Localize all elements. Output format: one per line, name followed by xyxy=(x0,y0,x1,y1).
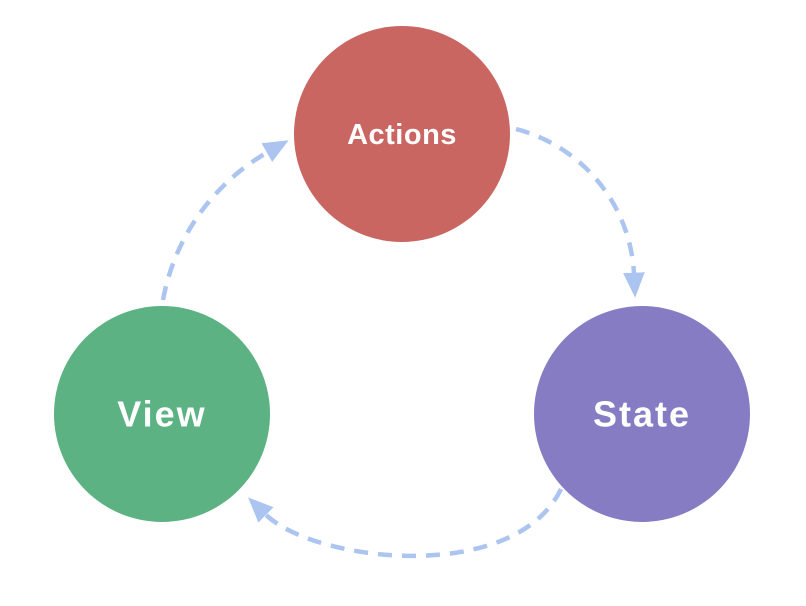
arrow-actions-to-state xyxy=(515,126,645,298)
node-actions: Actions xyxy=(294,26,510,242)
arrow-state-to-view xyxy=(248,488,564,559)
node-state: State xyxy=(534,306,750,522)
view-label: View xyxy=(117,394,206,435)
actions-label: Actions xyxy=(347,119,457,151)
node-view: View xyxy=(54,306,270,522)
view-circle xyxy=(54,306,270,522)
state-circle xyxy=(534,306,750,522)
arrow-view-to-actions xyxy=(160,140,289,301)
state-label: State xyxy=(593,394,691,435)
actions-circle xyxy=(294,26,510,242)
